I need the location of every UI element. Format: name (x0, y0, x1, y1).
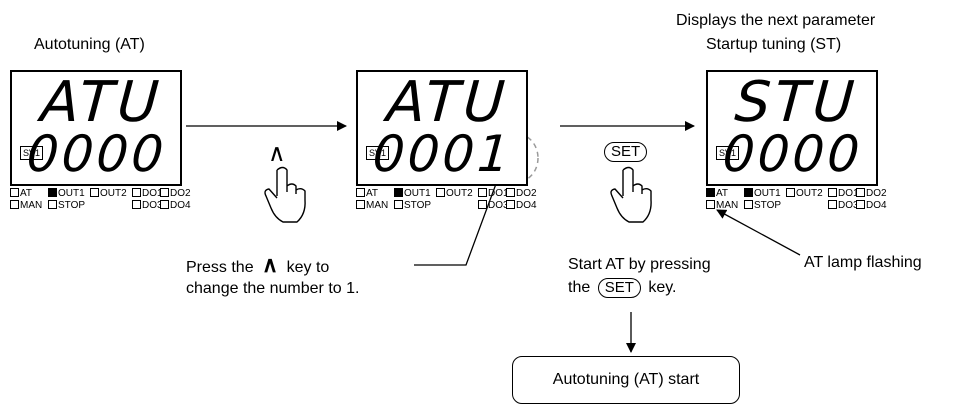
lamp-do3-indicator (478, 200, 487, 209)
sv-display: 0000 (24, 125, 169, 183)
lamp-out2-indicator (786, 188, 795, 197)
lamp-stop-indicator (48, 200, 57, 209)
lamp-do4: DO4 (856, 200, 887, 212)
lamp-out1: OUT1 (48, 188, 85, 200)
lamp-do4-indicator (160, 200, 169, 209)
pv-display: ATU (38, 70, 165, 135)
pv-display: ATU (384, 70, 511, 135)
leader-at-lamp (716, 209, 801, 256)
lamp-do4: DO4 (506, 200, 537, 212)
lamp-stop-indicator (744, 200, 753, 209)
lamp-man: MAN (706, 200, 738, 212)
lamp-do1: DO1 (478, 188, 509, 200)
lamp-do1-indicator (478, 188, 487, 197)
lamp-at-indicator (706, 188, 715, 197)
set-key-inline-icon: SET (597, 278, 641, 298)
hand-pointer-icon-set (610, 166, 652, 223)
title-autotuning: Autotuning (AT) (34, 36, 145, 53)
lamp-do3-indicator (828, 200, 837, 209)
lamp-stop-indicator (394, 200, 403, 209)
start-at-note-line1: Start AT by pressing (568, 256, 711, 273)
lamp-man-indicator (356, 200, 365, 209)
sv1-indicator: SV1 (366, 146, 390, 160)
lamp-out2-indicator (436, 188, 445, 197)
press-up-note-line2: change the number to 1. (186, 280, 360, 297)
controller-display-1: ATU SV1 0000 (10, 70, 182, 186)
lamp-do4: DO4 (160, 200, 191, 212)
lamp-out1-indicator (744, 188, 753, 197)
pv-display: STU (733, 70, 861, 135)
lamp-out1-indicator (48, 188, 57, 197)
sv1-indicator: SV1 (716, 146, 740, 160)
hand-pointer-icon-up (264, 166, 306, 223)
lamp-do1-indicator (828, 188, 837, 197)
lamp-do4-indicator (856, 200, 865, 209)
lamp-do4-indicator (506, 200, 515, 209)
lamp-do3: DO3 (828, 200, 859, 212)
lamp-panel-3: AT OUT1 OUT2 DO1 DO2 MAN STOP DO3 DO4 (706, 188, 887, 212)
lamp-panel-2: AT OUT1 OUT2 DO1 DO2 MAN STOP DO3 DO4 (356, 188, 537, 212)
lamp-do2-indicator (506, 188, 515, 197)
lamp-man: MAN (356, 200, 388, 212)
lamp-out2: OUT2 (436, 188, 473, 200)
lamp-do2-indicator (856, 188, 865, 197)
lamp-stop: STOP (394, 200, 431, 212)
lamp-do2: DO2 (160, 188, 191, 200)
start-at-note-line2: the SET key. (568, 278, 677, 298)
at-lamp-flashing-note: AT lamp flashing (804, 254, 922, 271)
lamp-at-indicator (356, 188, 365, 197)
lamp-man-indicator (706, 200, 715, 209)
lamp-out2-indicator (90, 188, 99, 197)
sv1-indicator: SV1 (20, 146, 44, 160)
lamp-stop: STOP (744, 200, 781, 212)
lamp-do3: DO3 (132, 200, 163, 212)
set-key-icon[interactable]: SET (604, 142, 648, 162)
lamp-do2: DO2 (506, 188, 537, 200)
lamp-at: AT (706, 188, 728, 200)
digit-highlight-circle (495, 133, 539, 183)
lamp-do3-indicator (132, 200, 141, 209)
autotuning-start-box: Autotuning (AT) start (512, 356, 740, 404)
lamp-at: AT (10, 188, 32, 200)
lamp-panel-1: AT OUT1 OUT2 DO1 DO2 MAN STOP DO3 DO4 (10, 188, 191, 212)
controller-display-2: ATU SV1 0001 (356, 70, 528, 186)
lamp-out1-indicator (394, 188, 403, 197)
controller-display-3: STU SV1 0000 (706, 70, 878, 186)
lamp-do2: DO2 (856, 188, 887, 200)
lamp-out2: OUT2 (90, 188, 127, 200)
press-up-note-line1: Press the ∧ key to (186, 252, 330, 277)
lamp-out1: OUT1 (394, 188, 431, 200)
lamp-do3: DO3 (478, 200, 509, 212)
up-key-inline-icon: ∧ (262, 252, 279, 277)
title-next-parameter: Displays the next parameter (676, 12, 876, 29)
lamp-do1: DO1 (828, 188, 859, 200)
up-key-icon[interactable]: ∧ (268, 140, 286, 167)
lamp-out1: OUT1 (744, 188, 781, 200)
lamp-do2-indicator (160, 188, 169, 197)
lamp-at: AT (356, 188, 378, 200)
sv-display: 0000 (720, 125, 865, 183)
sv-display: 0001 (370, 125, 515, 183)
lamp-stop: STOP (48, 200, 85, 212)
title-startup-tuning: Startup tuning (ST) (706, 36, 842, 53)
lamp-do1-indicator (132, 188, 141, 197)
lamp-out2: OUT2 (786, 188, 823, 200)
lamp-man: MAN (10, 200, 42, 212)
lamp-do1: DO1 (132, 188, 163, 200)
lamp-man-indicator (10, 200, 19, 209)
lamp-at-indicator (10, 188, 19, 197)
